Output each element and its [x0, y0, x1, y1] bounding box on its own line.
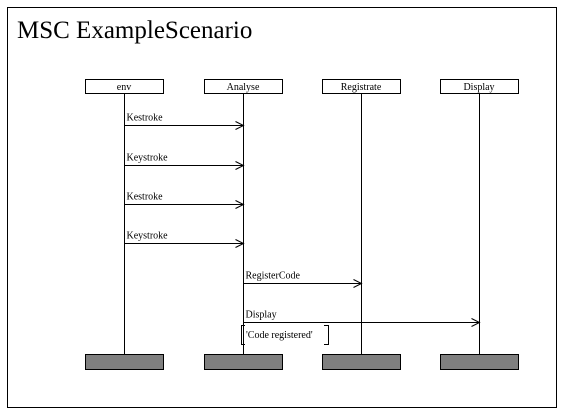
- instance-name: Registrate: [341, 82, 382, 93]
- condition-bracket-right: [324, 325, 329, 345]
- message-arrowhead: [235, 161, 245, 170]
- message: Kestroke: [124, 192, 245, 209]
- message-label: Keystroke: [127, 231, 169, 242]
- instance-name: Analyse: [227, 82, 260, 93]
- message-arrowhead: [235, 200, 245, 209]
- instance-name: env: [117, 82, 131, 93]
- message-arrowhead: [235, 121, 245, 130]
- instance-end: [204, 354, 283, 370]
- diagram-frame: [7, 7, 557, 408]
- message: Keystroke: [124, 153, 245, 170]
- message-arrowhead: [353, 279, 363, 288]
- message: Display: [243, 310, 481, 327]
- message-arrowhead: [471, 318, 481, 327]
- message-arrowhead: [235, 239, 245, 248]
- condition-box: 'Code registered': [241, 325, 329, 345]
- message-label: Keystroke: [127, 153, 169, 164]
- instance-registrate: Registrate: [322, 79, 401, 370]
- condition-bracket-left: [241, 325, 245, 345]
- instance-name: Display: [463, 82, 494, 93]
- messages-group: KestrokeKeystrokeKestrokeKeystrokeRegist…: [124, 113, 481, 327]
- instance-end: [440, 354, 519, 370]
- message-label: Kestroke: [127, 192, 164, 203]
- message-label: Display: [246, 310, 277, 321]
- diagram-title: MSC ExampleScenario: [17, 17, 252, 44]
- message: Keystroke: [124, 231, 245, 248]
- instance-end: [322, 354, 401, 370]
- instance-analyse: Analyse: [204, 79, 283, 370]
- instance-env: env: [85, 79, 164, 370]
- instance-display: Display: [440, 79, 519, 370]
- condition-group: 'Code registered': [241, 325, 329, 345]
- instance-end: [85, 354, 164, 370]
- condition-text: 'Code registered': [246, 330, 313, 341]
- message-label: Kestroke: [127, 113, 164, 124]
- message: RegisterCode: [243, 271, 363, 288]
- message-label: RegisterCode: [246, 271, 301, 282]
- message: Kestroke: [124, 113, 245, 130]
